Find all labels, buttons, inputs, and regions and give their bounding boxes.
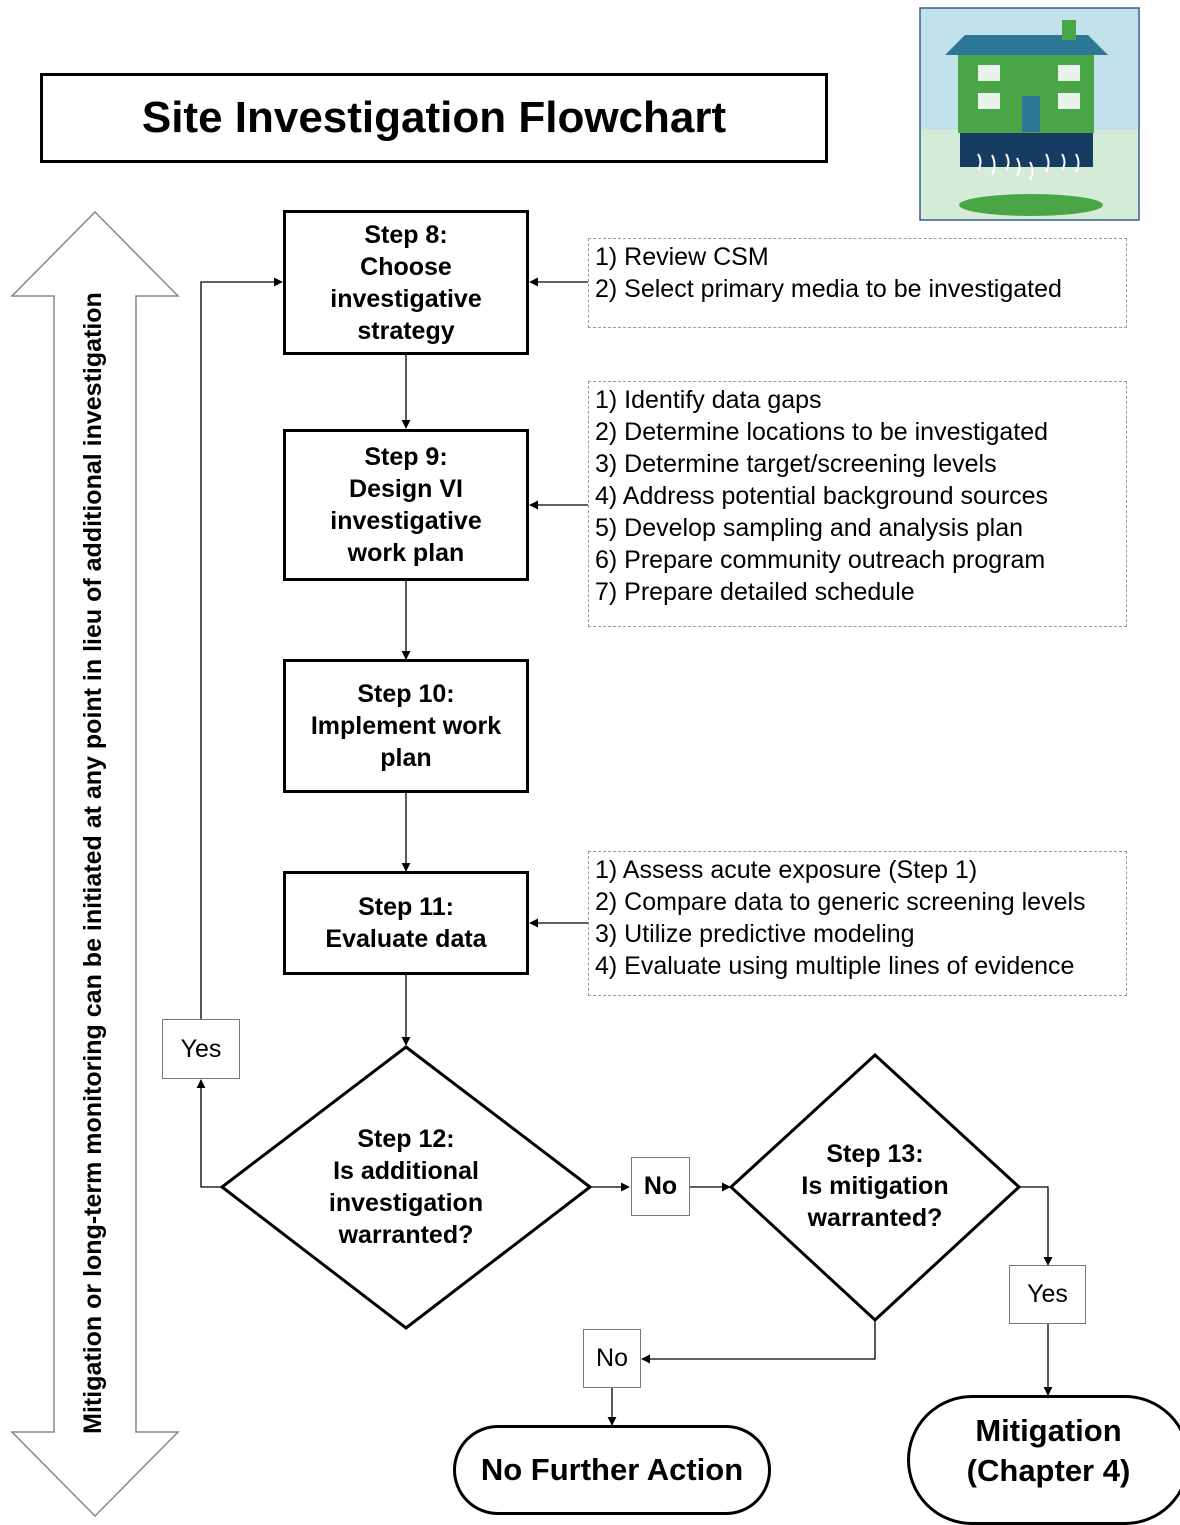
step11-note-1: 1) Assess acute exposure (Step 1) bbox=[595, 856, 978, 884]
step13-diamond bbox=[728, 1052, 1022, 1323]
step9-note-6: 6) Prepare community outreach program bbox=[595, 546, 1046, 574]
connector-step13-to-no bbox=[641, 1320, 876, 1364]
side-double-arrow bbox=[10, 210, 180, 1517]
step8-notes: 1) Review CSM 2) Select primary media to… bbox=[588, 238, 1127, 328]
side-arrow-text: Mitigation or long-term monitoring can b… bbox=[78, 292, 107, 1434]
yes-step13-label: Yes bbox=[1009, 1265, 1086, 1324]
step9-box[interactable]: Step 9: Design VI investigative work pla… bbox=[283, 429, 529, 581]
step9-note-3: 3) Determine target/screening levels bbox=[595, 450, 997, 478]
connector-step13-to-yes bbox=[1019, 1186, 1053, 1266]
house-illustration bbox=[919, 7, 1140, 221]
page-title: Site Investigation Flowchart bbox=[40, 73, 828, 163]
step12-text[interactable]: Step 12: Is additional investigation war… bbox=[328, 1125, 484, 1249]
step9-note-1: 1) Identify data gaps bbox=[595, 386, 822, 414]
no-step13-label: No bbox=[583, 1329, 641, 1388]
step8-note-2: 2) Select primary media to be investigat… bbox=[595, 275, 1062, 303]
step12-diamond bbox=[219, 1045, 593, 1330]
step11-note-2: 2) Compare data to generic screening lev… bbox=[595, 888, 1086, 916]
step8-note-1: 1) Review CSM bbox=[595, 243, 769, 271]
step13-text[interactable]: Step 13: Is mitigation warranted? bbox=[801, 1140, 949, 1232]
mitigation-terminal[interactable]: Mitigation (Chapter 4) bbox=[907, 1395, 1180, 1525]
step9-note-7: 7) Prepare detailed schedule bbox=[595, 578, 915, 606]
connector-yes-to-step8 bbox=[200, 277, 283, 1019]
step9-notes: 1) Identify data gaps 2) Determine locat… bbox=[588, 381, 1127, 627]
step8-box[interactable]: Step 8: Choose investigative strategy bbox=[283, 210, 529, 355]
connector-step12-to-yes bbox=[196, 1079, 222, 1188]
step9-note-4: 4) Address potential background sources bbox=[595, 482, 1049, 510]
no-step12-label: No bbox=[631, 1157, 690, 1216]
step11-note-4: 4) Evaluate using multiple lines of evid… bbox=[595, 952, 1075, 980]
step11-notes: 1) Assess acute exposure (Step 1) 2) Com… bbox=[588, 851, 1127, 996]
step9-note-5: 5) Develop sampling and analysis plan bbox=[595, 514, 1024, 542]
step9-note-2: 2) Determine locations to be investigate… bbox=[595, 418, 1049, 446]
yes-loop-label: Yes bbox=[162, 1019, 240, 1079]
no-further-action-terminal[interactable]: No Further Action bbox=[453, 1425, 771, 1515]
step11-box[interactable]: Step 11: Evaluate data bbox=[283, 871, 529, 975]
step11-note-3: 3) Utilize predictive modeling bbox=[595, 920, 915, 948]
step10-box[interactable]: Step 10: Implement work plan bbox=[283, 659, 529, 793]
